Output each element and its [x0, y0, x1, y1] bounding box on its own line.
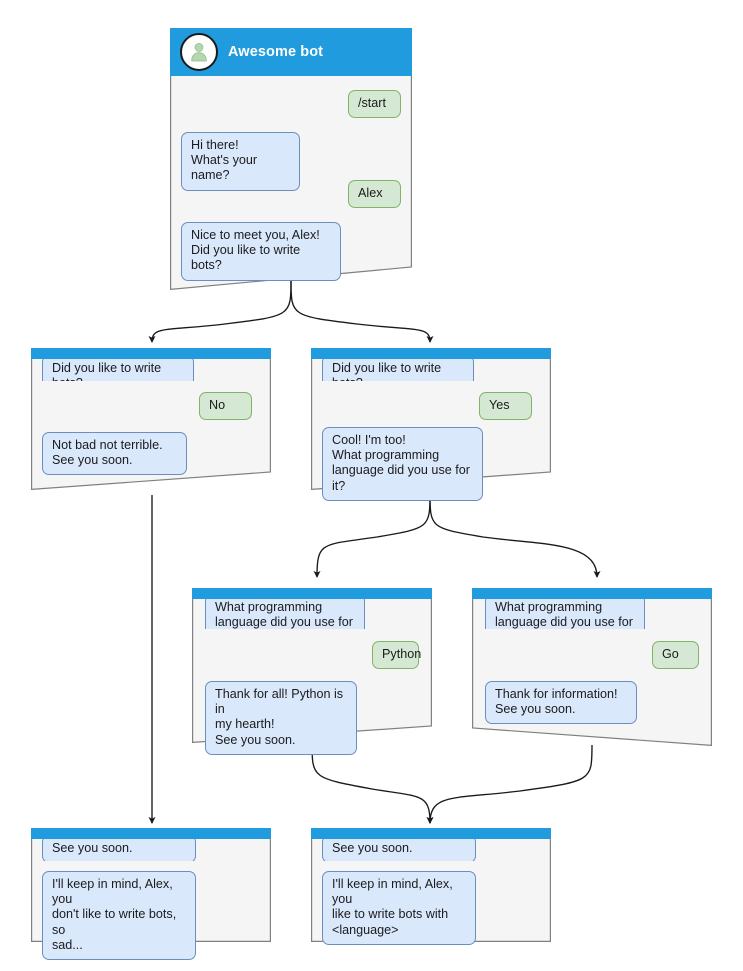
message-bubble-bot[interactable]: Hi there! What's your name? [181, 132, 300, 191]
message-bubble-user[interactable]: Python [372, 641, 421, 670]
message-bubble-bot[interactable]: See you soon. [42, 839, 196, 861]
person-avatar-icon [180, 33, 218, 71]
bubble-clip: See you soon. [42, 839, 196, 861]
message-bubble-bot[interactable]: Did you like to write bots? [322, 359, 474, 381]
message-bubble-bot[interactable]: Thank for all! Python is in my hearth! S… [205, 681, 357, 755]
message-bubble-bot[interactable]: What programming language did you use fo… [485, 599, 645, 629]
node-end-yes[interactable]: See you soon. I'll keep in mind, Alex, y… [311, 828, 551, 945]
node-answer-yes[interactable]: Did you like to write bots? Yes Cool! I'… [311, 348, 551, 501]
node-end-yes-header [311, 828, 551, 839]
message-bubble-user[interactable]: No [199, 392, 252, 421]
message-bubble-bot[interactable]: Nice to meet you, Alex! Did you like to … [181, 222, 341, 281]
bubble-clip: What programming language did you use fo… [205, 599, 365, 629]
node-answer-no[interactable]: Did you like to write bots? No Not bad n… [31, 348, 271, 490]
message-bubble-bot[interactable]: What programming language did you use fo… [205, 599, 365, 629]
message-bubble-bot[interactable]: I'll keep in mind, Alex, you don't like … [42, 871, 196, 961]
node-lang-python[interactable]: What programming language did you use fo… [192, 588, 432, 755]
edge-yes-to-python [313, 491, 431, 578]
node-lang-go-header [472, 588, 712, 599]
message-bubble-bot[interactable]: See you soon. [322, 839, 476, 861]
message-bubble-user[interactable]: Yes [479, 392, 532, 421]
message-bubble-user[interactable]: /start [348, 90, 401, 119]
node-answer-no-header [31, 348, 271, 359]
edge-go-to-end-yes [426, 744, 593, 824]
message-bubble-bot[interactable]: Did you like to write bots? [42, 359, 194, 381]
bubble-clip: What programming language did you use fo… [485, 599, 645, 629]
message-bubble-bot[interactable]: Thank for information! See you soon. [485, 681, 637, 725]
message-bubble-user[interactable]: Alex [348, 180, 401, 209]
message-bubble-bot[interactable]: I'll keep in mind, Alex, you like to wri… [322, 871, 476, 945]
node-end-no-header [31, 828, 271, 839]
message-bubble-bot[interactable]: Not bad not terrible. See you soon. [42, 432, 187, 476]
bubble-clip: See you soon. [322, 839, 476, 861]
bubble-clip: Did you like to write bots? [42, 359, 194, 381]
edge-yes-to-go [429, 491, 601, 578]
node-lang-go[interactable]: What programming language did you use fo… [472, 588, 712, 746]
message-bubble-user[interactable]: Go [652, 641, 699, 670]
node-start[interactable]: Awesome bot /start Hi there! What's your… [170, 28, 412, 290]
node-answer-yes-header [311, 348, 551, 359]
bubble-clip: Did you like to write bots? [322, 359, 474, 381]
bot-title: Awesome bot [228, 44, 324, 60]
node-lang-python-header [192, 588, 432, 599]
message-bubble-bot[interactable]: Cool! I'm too! What programming language… [322, 427, 483, 501]
node-end-no[interactable]: See you soon. I'll keep in mind, Alex, y… [31, 828, 271, 961]
node-start-header: Awesome bot [170, 28, 412, 76]
